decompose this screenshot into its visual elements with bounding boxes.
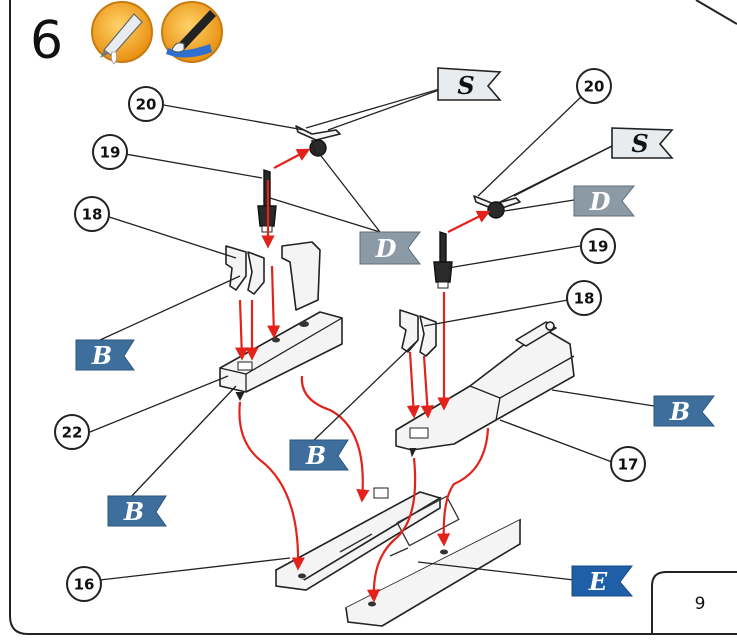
callout-20-left: 20: [128, 86, 164, 122]
flag-s-right: S: [611, 127, 674, 159]
flag-s-left: S: [437, 67, 502, 101]
svg-text:20: 20: [584, 78, 605, 96]
callout-20-right: 20: [576, 68, 612, 104]
callout-19-left: 19: [92, 134, 128, 170]
callout-18-left: 18: [74, 196, 110, 232]
glue-icon: [91, 1, 153, 65]
flag-d-right: D: [573, 185, 636, 217]
flag-b-1: B: [75, 339, 135, 371]
page-number: 9: [695, 594, 706, 614]
paint-brush-icon: [161, 1, 223, 63]
callout-16: 16: [66, 566, 102, 602]
svg-text:22: 22: [62, 424, 83, 442]
page-frame: [9, 0, 737, 635]
flag-d-left: D: [359, 231, 421, 265]
assembly-arrows: [235, 148, 491, 603]
svg-text:19: 19: [588, 238, 609, 256]
svg-text:B: B: [91, 341, 112, 370]
flag-b-3: B: [107, 495, 167, 527]
svg-text:20: 20: [136, 96, 157, 114]
flag-e: E: [571, 565, 634, 597]
part-17: [395, 321, 575, 458]
callout-18-right: 18: [566, 280, 602, 316]
svg-text:17: 17: [618, 456, 639, 474]
svg-text:E: E: [588, 567, 608, 596]
svg-text:19: 19: [100, 144, 121, 162]
flag-b-2: B: [289, 439, 349, 471]
callout-22: 22: [54, 414, 90, 450]
part-22-left: [219, 241, 343, 402]
svg-text:D: D: [375, 234, 397, 263]
svg-text:D: D: [589, 187, 611, 216]
part-e-base: [345, 495, 521, 627]
callout-19-right: 19: [580, 228, 616, 264]
leader-lines: [89, 85, 655, 581]
svg-text:S: S: [631, 129, 648, 158]
callout-17: 17: [610, 446, 646, 482]
svg-text:18: 18: [574, 290, 595, 308]
part-20-right: [473, 195, 521, 219]
svg-text:S: S: [457, 71, 474, 100]
svg-text:B: B: [669, 397, 690, 426]
step-number: 6: [30, 11, 63, 71]
svg-text:18: 18: [82, 206, 103, 224]
base-tab: [373, 487, 389, 499]
page-number-box: 9: [651, 571, 737, 634]
part-18-right: [399, 309, 437, 357]
frame-corner: [695, 0, 737, 25]
flag-b-4: B: [653, 395, 716, 427]
svg-text:B: B: [305, 441, 326, 470]
part-20-left: [295, 125, 341, 157]
part-18-left: [225, 245, 265, 295]
part-19-right: [433, 231, 453, 289]
svg-text:B: B: [123, 497, 144, 526]
svg-text:16: 16: [74, 576, 95, 594]
